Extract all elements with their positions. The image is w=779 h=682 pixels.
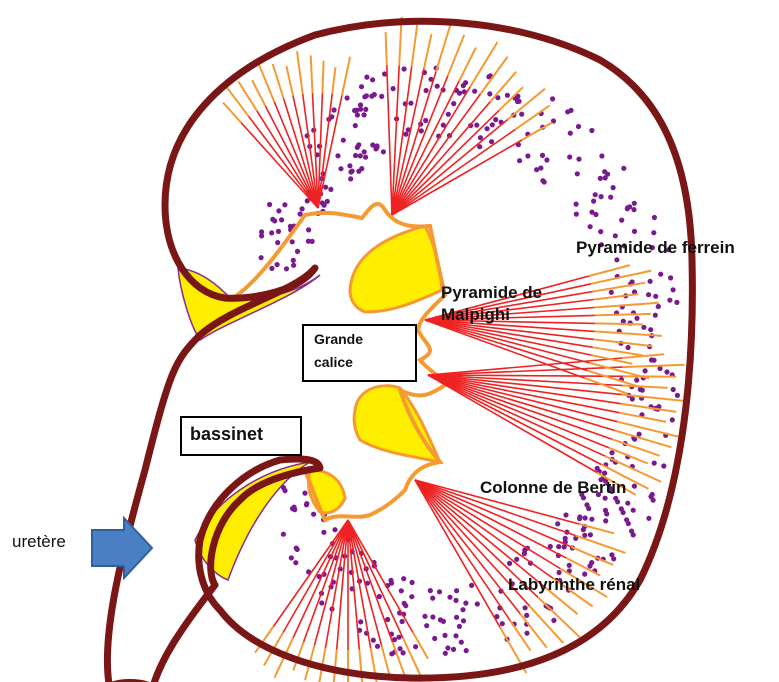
label-pyramide-malpighi-line1: Pyramide de	[441, 283, 542, 303]
label-grande-calice-line1: Grande	[314, 331, 363, 347]
label-grande-calice-line2: calice	[314, 354, 353, 370]
label-uretere: uretère	[12, 532, 66, 552]
label-colonne-bertin: Colonne de Bertin	[480, 478, 626, 498]
label-labyrinthe-renal: Labyrinthe rénal	[508, 575, 640, 595]
label-pyramide-malpighi-line2: Malpighi	[441, 305, 510, 325]
label-pyramide-ferrein: Pyramide de ferrein	[576, 238, 735, 258]
label-bassinet: bassinet	[190, 424, 263, 445]
